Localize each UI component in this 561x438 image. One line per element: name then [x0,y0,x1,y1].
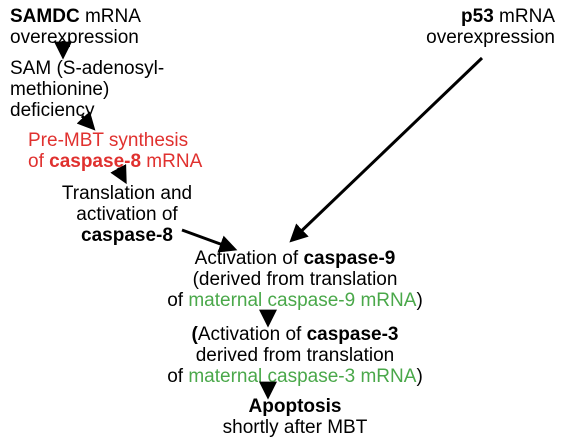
p53-line2: overexpression [426,27,555,48]
p53-mrna-text: mRNA [493,6,555,27]
node-apoptosis: Apoptosis shortly after MBT [195,396,395,438]
premb-of: of [28,151,50,172]
translation-line2: activation of [76,204,178,225]
casp3-of: of [167,366,189,387]
node-p53-overexpression: p53 mRNA overexpression [380,6,555,48]
casp9-close-paren: ) [416,290,423,311]
translation-line1: Translation and [61,183,193,204]
casp3-open-paren: ( [191,324,198,345]
arrow-caspase8-to-caspase9 [181,228,238,253]
apoptosis-line2: shortly after MBT [222,417,368,438]
samdc-line2: overexpression [10,27,139,48]
samdc-label: SAMDC [10,6,80,27]
node-caspase9-activation: Activation of caspase-9 (derived from tr… [140,248,450,311]
sam-line2: methionine) [10,79,110,100]
sam-line1: SAM (S-adenosyl- [10,58,165,79]
arrow-sam-to-premb [76,111,96,131]
casp9-label: caspase-9 [303,248,396,269]
casp3-close-paren: ) [416,366,423,387]
node-caspase3-activation: (Activation of caspase-3 derived from tr… [140,324,450,387]
casp3-activation-text: Activation of [197,324,307,345]
node-translation-caspase8: Translation and activation of caspase-8 [52,183,202,246]
casp3-label: caspase-3 [306,324,399,345]
casp9-line2: (derived from translation [192,269,398,290]
casp9-maternal-mrna: maternal caspase-9 mRNA [188,290,417,311]
casp9-activation-text: Activation of [194,248,304,269]
casp9-of: of [167,290,189,311]
p53-label: p53 [461,6,494,27]
arrow-premb-to-translation [110,164,127,185]
samdc-mrna-text: mRNA [79,6,141,27]
premb-line1: Pre-MBT synthesis [28,130,189,151]
casp3-maternal-mrna: maternal caspase-3 mRNA [188,366,417,387]
arrow-p53-to-caspase9 [289,56,484,243]
node-sam-deficiency: SAM (S-adenosyl- methionine) deficiency [10,58,164,121]
node-samdc-overexpression: SAMDC mRNA overexpression [10,6,141,48]
casp3-line2: derived from translation [195,345,395,366]
translation-caspase8: caspase-8 [81,225,173,246]
apoptosis-label: Apoptosis [248,396,342,417]
sam-line3: deficiency [10,100,95,121]
premb-mrna: mRNA [141,151,203,172]
